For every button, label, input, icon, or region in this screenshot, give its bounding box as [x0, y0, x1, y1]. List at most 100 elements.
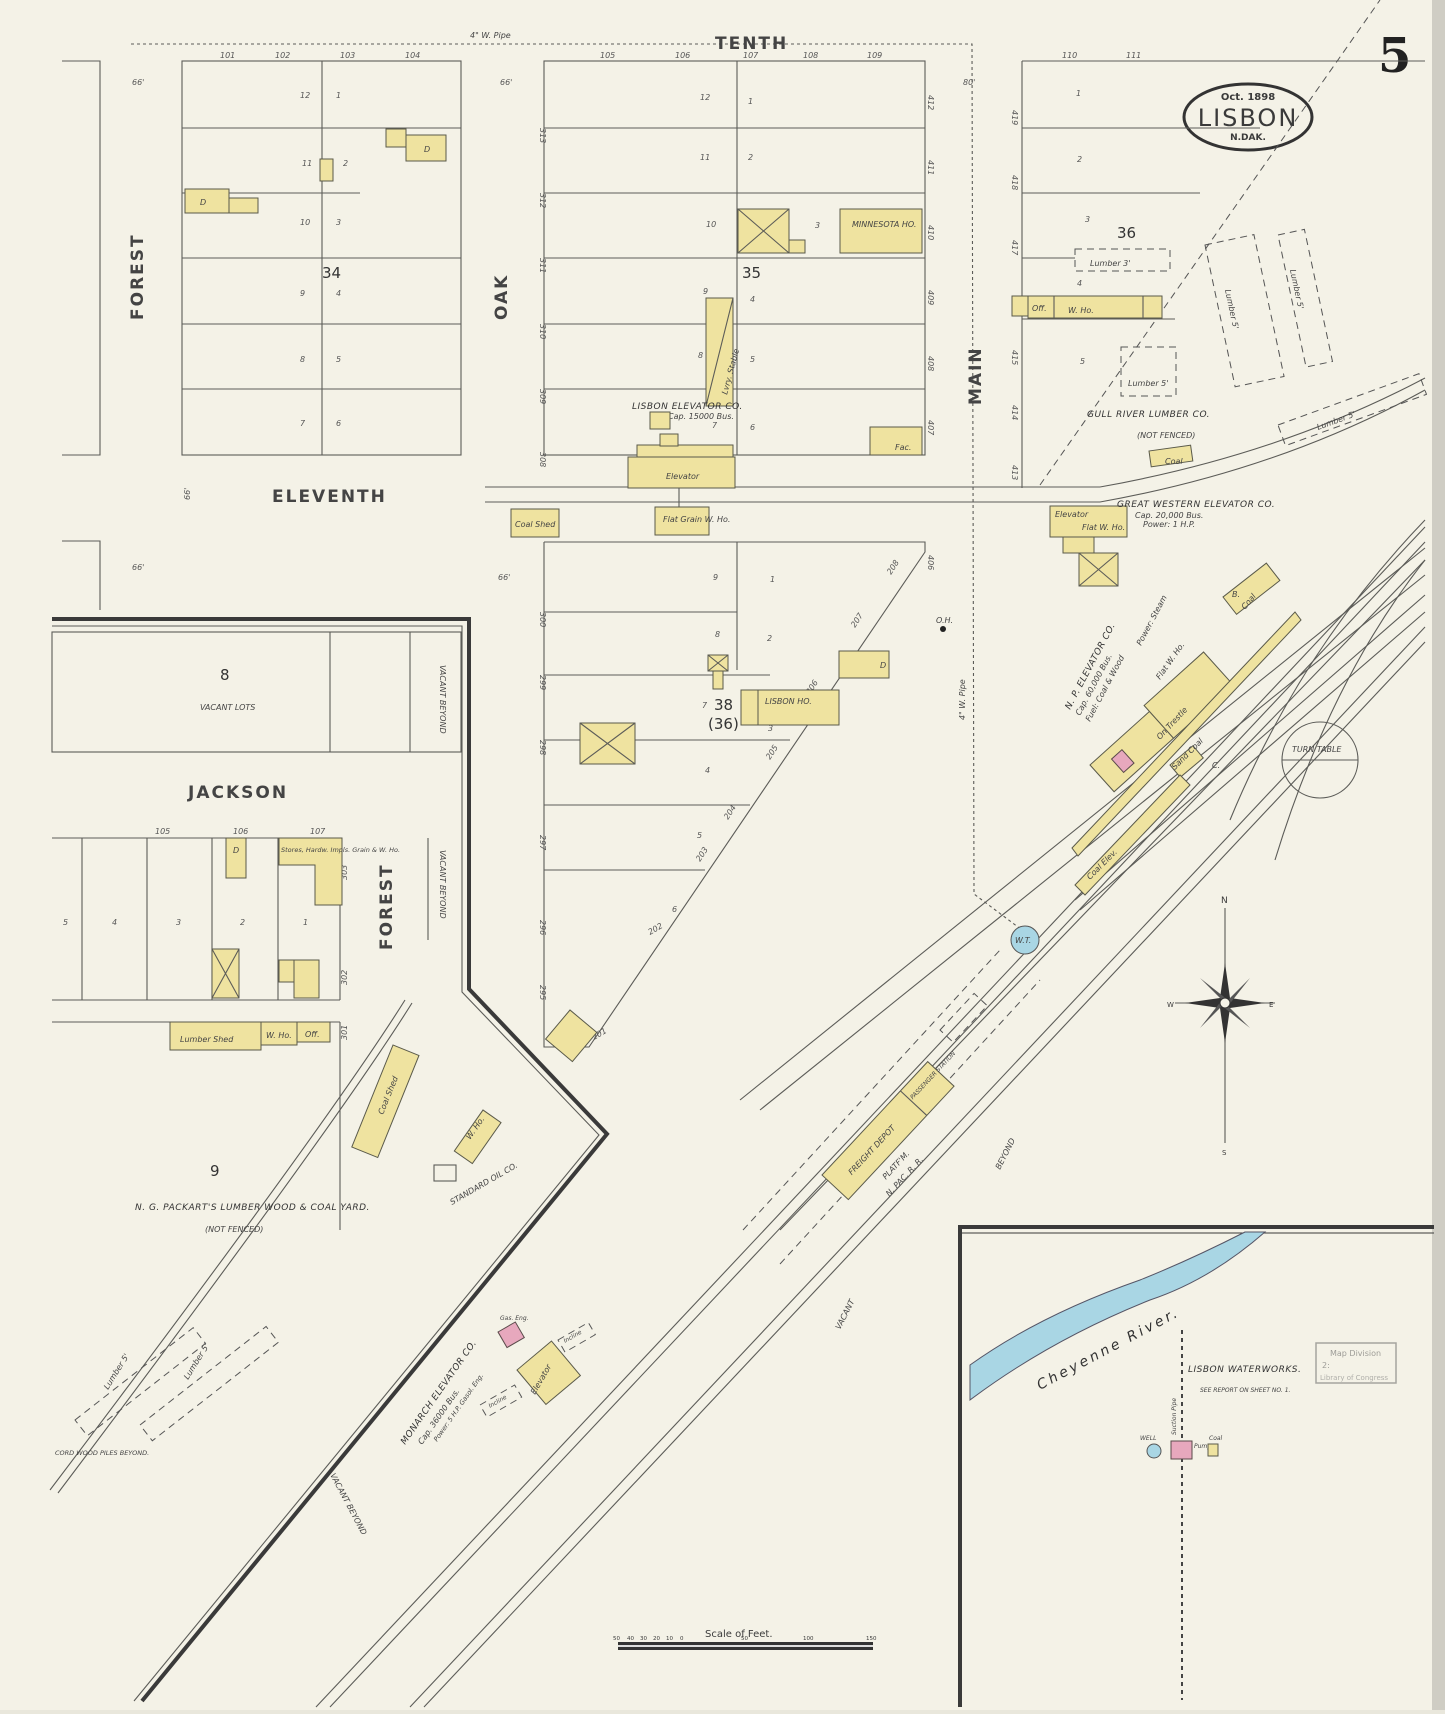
label-house-numbers-main-west-3: 409 — [926, 290, 935, 305]
map-mark — [139, 1325, 280, 1442]
lumber-pile — [1277, 228, 1334, 368]
label-labels-suction: Suction Pipe — [1171, 1398, 1178, 1435]
label-house-numbers-oak-east-3: 310 — [538, 324, 547, 339]
label-blocks-b35-number: 35 — [742, 264, 761, 282]
block-west-strip-lower — [62, 540, 101, 610]
label-house-numbers-main-west-0: 412 — [926, 95, 935, 110]
label-stamp-line1: Map Division — [1330, 1349, 1381, 1358]
railroad-tracks: VACANT BEYOND — [315, 519, 1426, 1708]
map-mark — [1219, 997, 1231, 1009]
label-house-numbers-b38-side-4: 296 — [538, 920, 547, 935]
label-house-numbers-main-east-6: 413 — [1010, 465, 1019, 480]
label-blocks-b38-lots-0: 9 — [713, 573, 718, 582]
map-mark — [1182, 82, 1314, 152]
label-house-numbers-main-east-0: 419 — [1010, 110, 1019, 125]
label-blocks-lower-left-lots-4: 1 — [303, 918, 308, 927]
label-scale-ticks-3: 20 — [653, 1636, 660, 1642]
label-house-numbers-b38-side-5: 295 — [538, 985, 547, 1000]
label-labels-lumber-3: Lumber 3' — [1090, 259, 1130, 268]
block-38-number: 38 — [714, 696, 733, 714]
map-mark — [497, 1321, 526, 1349]
building-dwelling — [405, 134, 447, 162]
label-blocks-b36-lots-4: 5 — [1080, 357, 1085, 366]
map-mark — [1039, 0, 1381, 486]
label-blocks-b8-note: VACANT LOTS — [200, 703, 255, 712]
label-compass-s: S — [1222, 1149, 1227, 1157]
label-blocks-lower-left-lots-2: 3 — [176, 918, 181, 927]
compass-rose: N S E W — [1167, 896, 1275, 1157]
label-blocks-b34-lots-right-3: 4 — [336, 289, 341, 298]
map-mark — [739, 547, 1426, 1101]
label-labels-gw-elevator: Elevator — [1055, 510, 1089, 519]
label-house-numbers-main-west-6: 406 — [926, 555, 935, 570]
label-blocks-b34-lots-right-2: 3 — [336, 218, 341, 227]
label-compass-e: E — [1269, 1001, 1273, 1009]
map-mark — [1074, 774, 1191, 896]
label-labels-b-mark: B. — [1232, 590, 1240, 599]
label-streets-widths-3: 66' — [498, 573, 510, 582]
building-dwelling — [293, 959, 320, 999]
map-mark — [759, 574, 1426, 1111]
building-coal-shed — [1148, 444, 1194, 468]
library-stamp: Map Division 2: Library of Congress — [1315, 1342, 1397, 1384]
label-blocks-b8-number: 8 — [220, 666, 230, 684]
label-labels-w-ho: W. Ho. — [1068, 306, 1094, 315]
label-house-numbers-b38-side-3: 297 — [538, 835, 547, 851]
map-mark — [618, 1645, 873, 1647]
label-house-numbers-forest-side-1: 302 — [340, 970, 349, 985]
water-pipe-line — [131, 43, 1023, 931]
label-house-numbers-tenth-mid-4: 109 — [867, 51, 882, 60]
label-labels-gw-flat: Flat W. Ho. — [1082, 523, 1125, 532]
map-mark — [742, 949, 1001, 1231]
water-tank — [1010, 925, 1040, 955]
label-blocks-b35-lots-left-5: 7 — [712, 421, 718, 430]
map-mark — [543, 541, 926, 1048]
label-blocks-b38-lots-7: 5 — [697, 831, 702, 840]
label-blocks-lower-left-lots-0: 5 — [63, 918, 68, 927]
label-blocks-b34-lots-left-3: 9 — [300, 289, 305, 298]
label-labels-monarch-engine: Gas. Eng. — [500, 1315, 529, 1322]
label-blocks-b35-lots-left-0: 12 — [700, 93, 710, 102]
map-mark — [740, 689, 759, 726]
lumber-pile — [1120, 346, 1177, 397]
label-blocks-b38-lots-3: 2 — [767, 634, 772, 643]
label-blocks-b34-lots-left-5: 7 — [300, 419, 306, 428]
label-house-numbers-forest-side-0: 303 — [340, 865, 349, 880]
label-labels-lumber-shed: Lumber Shed — [180, 1035, 234, 1044]
label-labels-dwelling: D — [880, 661, 886, 670]
map-mark — [958, 1225, 1434, 1707]
label-scale-ticks-4: 10 — [666, 1636, 673, 1642]
label-labels-pump: Pump — [1194, 1443, 1211, 1450]
label-blocks-b36-lots-3: 4 — [1077, 279, 1082, 288]
lumber-pile — [1204, 234, 1285, 388]
map-mark — [649, 411, 671, 430]
label-house-numbers-tenth-west-2: 103 — [340, 51, 355, 60]
building-factory — [869, 426, 923, 456]
label-house-numbers-tenth-west-1: 102 — [275, 51, 290, 60]
block-34: 34 12 11 10 9 8 7 1 2 3 4 5 6 101 102 10… — [181, 51, 462, 456]
label-scale-ticks-1: 40 — [627, 1636, 634, 1642]
label-house-numbers-tenth-mid-3: 108 — [803, 51, 818, 60]
label-stamp-line2: 2: — [1322, 1361, 1330, 1370]
street-forest-north: FOREST — [128, 233, 148, 320]
map-mark — [278, 959, 295, 983]
label-house-numbers-tenth-mid-0: 105 — [600, 51, 615, 60]
label-streets-widths-0: 66' — [132, 78, 144, 87]
cartouche-town: LISBON — [1198, 104, 1299, 132]
label-scale-ticks-2: 30 — [640, 1636, 647, 1642]
building-dwelling — [838, 650, 890, 679]
map-mark — [1229, 519, 1426, 821]
label-labels-c-mark: C. — [1212, 761, 1220, 770]
map-mark — [228, 197, 259, 214]
cartouche-date: Oct. 1898 — [1221, 92, 1275, 103]
label-labels-dwelling: D — [424, 145, 430, 154]
map-mark — [659, 433, 679, 447]
label-labels-dwelling: D — [200, 198, 206, 207]
label-labels-fac: Fac. — [895, 443, 911, 452]
label-blocks-b34-lots-left-2: 10 — [300, 218, 310, 227]
cartouche-state: N.DAK. — [1230, 133, 1266, 143]
label-house-numbers-main-east-5: 414 — [1010, 405, 1019, 420]
map-mark — [49, 999, 406, 1491]
label-labels-not-fenced: (NOT FENCED) — [1137, 431, 1195, 440]
